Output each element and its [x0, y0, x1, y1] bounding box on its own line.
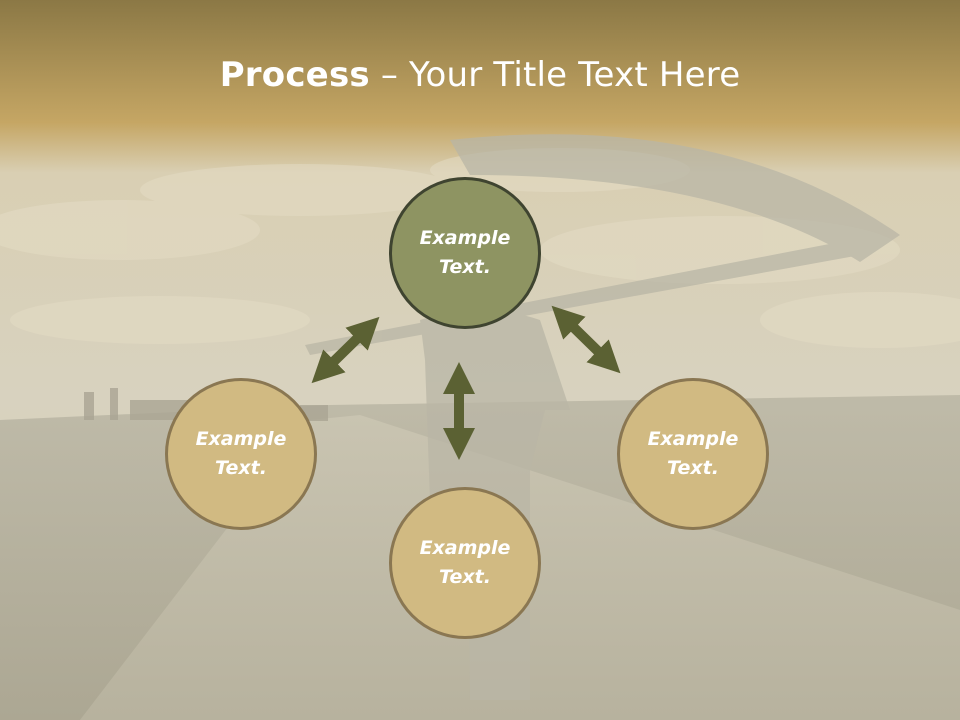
node-center-line1: Example — [419, 227, 511, 249]
node-left-line1: Example — [195, 428, 287, 450]
title-rest: – Your Title Text Here — [369, 55, 741, 95]
node-bottom-line2: Text. — [439, 566, 491, 588]
title-bold: Process — [219, 55, 370, 95]
node-right-line2: Text. — [667, 457, 719, 479]
arrow-center-left — [311, 316, 380, 384]
node-right-line1: Example — [647, 428, 739, 450]
node-left-line2: Text. — [215, 457, 267, 479]
arrow-center-right — [551, 305, 621, 374]
node-bottom-line1: Example — [419, 537, 511, 559]
slide-title: Process – Your Title Text Here — [0, 52, 960, 98]
node-center-line2: Text. — [439, 256, 491, 278]
